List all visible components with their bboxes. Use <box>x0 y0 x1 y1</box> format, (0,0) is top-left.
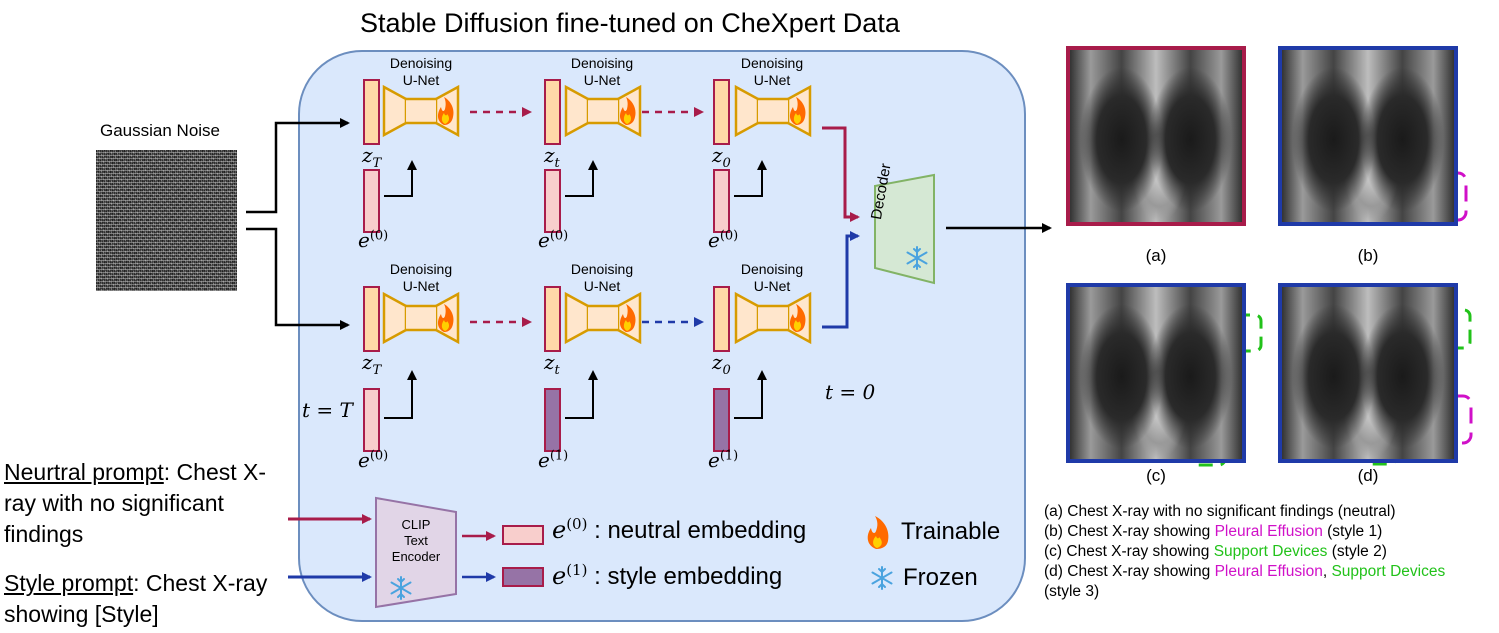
description-c: (c) Chest X-ray showing Support Devices … <box>1044 543 1387 560</box>
label-e0-top-2: e(0) <box>538 228 569 252</box>
label-t-equals-0: t = 0 <box>825 380 876 404</box>
noise-split-arrows <box>246 118 350 330</box>
caption-a: (a) <box>1145 246 1167 265</box>
embedding-e0-top-3 <box>713 169 730 233</box>
label-zT-top: zT <box>362 143 382 171</box>
label-zt-bottom: zt <box>544 350 560 378</box>
label-e1-bottom-1: e(1) <box>538 448 569 472</box>
caption-c: (c) <box>1146 466 1166 485</box>
image-descriptions: (a) Chest X-ray with no significant find… <box>1044 502 1494 602</box>
latent-zT-top <box>363 79 380 145</box>
legend-trainable: Trainable <box>901 518 1001 545</box>
xray-image-d <box>1278 283 1458 463</box>
legend-neutral-swatch <box>502 525 544 545</box>
latent-zt-bottom <box>544 286 561 352</box>
latent-zT-bottom <box>363 286 380 352</box>
label-e0-bottom: e(0) <box>358 448 389 472</box>
latent-zt-top <box>544 79 561 145</box>
description-b: (b) Chest X-ray showing Pleural Effusion… <box>1044 523 1383 540</box>
xray-image-c <box>1066 283 1246 463</box>
style-prompt: Style prompt: Chest X-ray showing [Style… <box>4 570 268 627</box>
label-zt-top: zt <box>544 143 560 171</box>
gaussian-noise-image <box>96 150 237 291</box>
gaussian-noise-label: Gaussian Noise <box>100 121 221 140</box>
embedding-e0-top-2 <box>544 169 561 233</box>
clip-encoder-block <box>375 496 457 609</box>
label-e1-bottom-2: e(1) <box>708 448 739 472</box>
label-e0-top-1: e(0) <box>358 228 389 252</box>
label-e0-top-3: e(0) <box>708 228 739 252</box>
snowflake-icon <box>871 566 893 590</box>
embedding-e0-bottom <box>363 388 380 452</box>
legend-style: e(1) : style embedding <box>552 561 783 590</box>
embedding-e0-top-1 <box>363 169 380 233</box>
xray-image-a <box>1066 46 1246 226</box>
label-t-equals-T: t = T <box>302 398 353 422</box>
legend-frozen: Frozen <box>903 564 978 591</box>
legend-style-swatch <box>502 567 544 587</box>
fire-icon <box>867 516 889 549</box>
neutral-prompt: Neurtral prompt: Chest X-ray with no sig… <box>4 459 267 547</box>
label-z0-top: z0 <box>712 143 731 171</box>
embedding-e1-bottom-1 <box>544 388 561 452</box>
description-a: (a) Chest X-ray with no significant find… <box>1044 503 1396 520</box>
legend-neutral: e(0) : neutral embedding <box>552 515 807 544</box>
label-zT-bottom: zT <box>362 350 382 378</box>
description-d: (d) Chest X-ray showing Pleural Effusion… <box>1044 563 1446 600</box>
figure-title: Stable Diffusion fine-tuned on CheXpert … <box>360 8 900 38</box>
embedding-e1-bottom-2 <box>713 388 730 452</box>
latent-z0-bottom <box>713 286 730 352</box>
label-z0-bottom: z0 <box>712 350 731 378</box>
caption-b: (b) <box>1357 246 1379 265</box>
xray-image-b <box>1278 46 1458 226</box>
caption-d: (d) <box>1357 466 1379 485</box>
latent-z0-top <box>713 79 730 145</box>
